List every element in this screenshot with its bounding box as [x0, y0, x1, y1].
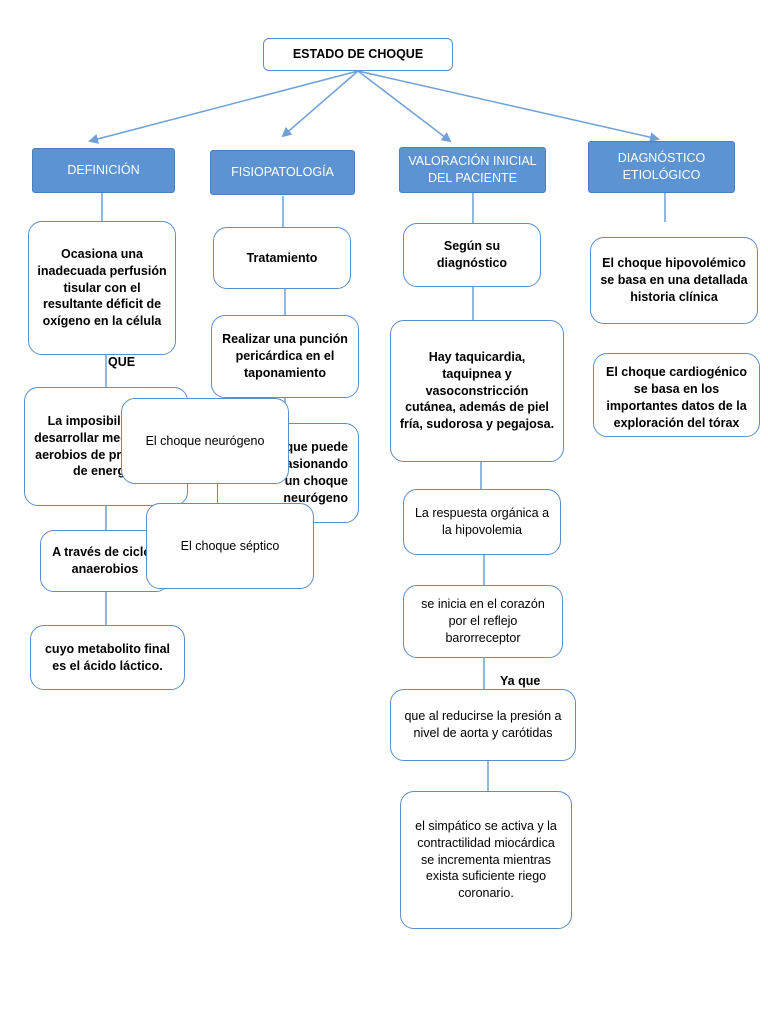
- header-valoracion: VALORACIÓN INICIAL DEL PACIENTE: [399, 147, 546, 193]
- title-box: ESTADO DE CHOQUE: [263, 38, 453, 71]
- overlay-choque-septico: El choque séptico: [146, 503, 314, 589]
- definicion-node-1: Ocasiona una inadecuada perfusión tisula…: [28, 221, 176, 355]
- arrow-to-fisiopatologia: [281, 70, 359, 138]
- valoracion-node-5: que al reducirse la presión a nivel de a…: [390, 689, 576, 761]
- overlay-choque-neurogeno: El choque neurógeno: [121, 398, 289, 484]
- fisiopatologia-node-1: Tratamiento: [213, 227, 351, 289]
- header-diagnostico: DIAGNÓSTICO ETIOLÓGICO: [588, 141, 735, 193]
- arrow-to-valoracion: [357, 70, 452, 143]
- fisiopatologia-node-2: Realizar una punción pericárdica en el t…: [211, 315, 359, 398]
- header-fisiopatologia: FISIOPATOLOGÍA: [210, 150, 355, 195]
- valoracion-node-2: Hay taquicardia, taquipnea y vasoconstri…: [390, 320, 564, 462]
- diagnostico-node-2: El choque cardiogénico se basa en los im…: [593, 353, 760, 437]
- definicion-node-4: cuyo metabolito final es el ácido láctic…: [30, 625, 185, 690]
- valoracion-node-6: el simpático se activa y la contractilid…: [400, 791, 572, 929]
- header-definicion: DEFINICIÓN: [32, 148, 175, 193]
- arrow-to-definicion: [88, 70, 359, 144]
- valoracion-node-3: La respuesta orgánica a la hipovolemia: [403, 489, 561, 555]
- valoracion-node-4: se inicia en el corazón por el reflejo b…: [403, 585, 563, 658]
- title-text: ESTADO DE CHOQUE: [292, 47, 424, 62]
- diagnostico-node-1: El choque hipovolémico se basa en una de…: [590, 237, 758, 324]
- arrow-to-diagnostico: [357, 70, 660, 143]
- valoracion-connector: Ya que: [500, 674, 541, 688]
- valoracion-node-1: Según su diagnóstico: [403, 223, 541, 287]
- definicion-connector: QUE: [108, 355, 136, 369]
